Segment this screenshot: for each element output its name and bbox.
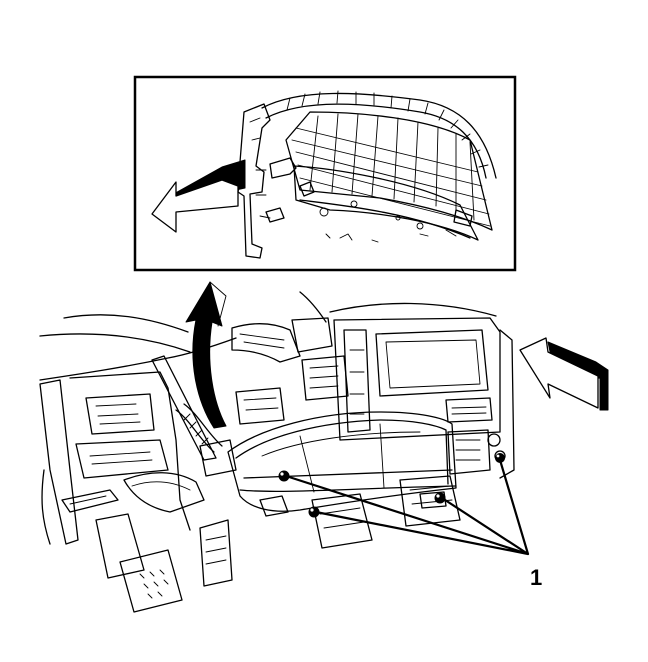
cluster-fasteners [278,453,505,518]
cluster-rear-view [237,90,497,259]
instrument-panel-assembly [39,291,515,613]
detail-direction-arrow-icon [151,159,246,233]
detail-inset [133,75,517,272]
fastener-upper-right [495,453,505,463]
callout-label: 1 [530,565,542,590]
callout-1: 1 [284,458,542,590]
callout-leader-lines [284,458,530,556]
view-direction-arrow-icon [519,337,609,411]
instrument-cluster [227,411,457,517]
detail-inset-frame [133,75,517,272]
removal-direction-arrow-icon [185,281,227,429]
fastener-lower-right [434,492,446,504]
